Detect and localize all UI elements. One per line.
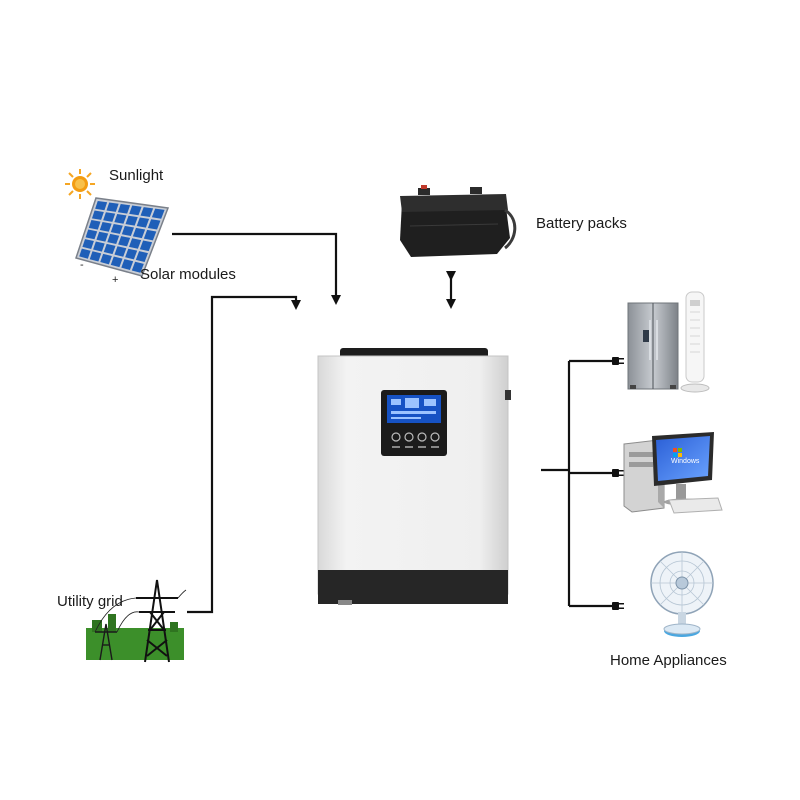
solar-cell <box>132 227 146 239</box>
monitor-brand-text: Windows <box>671 458 700 465</box>
solar-cell <box>79 248 91 259</box>
solar-cell <box>114 213 127 224</box>
solar-cell <box>117 204 131 214</box>
solar-cell <box>96 231 109 242</box>
solar-cell <box>88 220 101 230</box>
solar-cell <box>125 215 138 226</box>
plug-icons <box>612 357 624 610</box>
solar-cell <box>100 253 112 265</box>
solar-cell <box>85 229 98 240</box>
solar-cell <box>135 251 148 262</box>
computer-icon: Windows <box>623 432 723 514</box>
solar-negative-terminal: - <box>80 259 84 271</box>
solar-cell <box>89 251 102 262</box>
solar-cell <box>82 239 94 250</box>
battery-packs-label: Battery packs <box>536 215 627 232</box>
plug-icon <box>612 602 624 610</box>
solar-cell <box>125 248 138 260</box>
solar-cell <box>95 200 108 211</box>
refrigerator-icon <box>627 302 679 390</box>
solar-cell <box>139 240 153 252</box>
solar-cell <box>131 261 144 273</box>
connection-lines <box>172 232 612 614</box>
solar-cell <box>128 238 142 249</box>
solar-cell <box>121 259 134 270</box>
tower-fan-icon <box>680 291 710 393</box>
solar-cell <box>99 221 112 232</box>
inverter-buttons <box>391 432 440 442</box>
plug-icon <box>612 469 624 477</box>
solar-cell <box>114 246 127 257</box>
home-appliances-label: Home Appliances <box>610 652 727 669</box>
inverter-unit <box>317 348 511 605</box>
sunlight-label: Sunlight <box>109 167 164 184</box>
solar-cell <box>136 217 150 228</box>
solar-cell <box>140 207 154 218</box>
solar-modules-label: Solar modules <box>140 266 236 283</box>
solar-cell <box>103 212 116 222</box>
solar-cell <box>93 241 105 252</box>
solar-to-inverter-line <box>172 232 341 305</box>
solar-cell <box>106 202 119 212</box>
solar-cell <box>110 256 123 268</box>
plug-icon <box>612 357 624 365</box>
battery-icon <box>400 185 517 257</box>
solar-cell <box>151 208 165 219</box>
solar-panel-icon <box>75 197 170 277</box>
solar-cell <box>107 233 120 245</box>
solar-cell <box>103 243 116 255</box>
solar-cell <box>143 229 157 241</box>
sun-icon <box>65 169 95 199</box>
solar-cell <box>110 223 123 234</box>
utility-grid-label: Utility grid <box>57 593 123 610</box>
solar-cell <box>91 210 104 220</box>
solar-positive-terminal: + <box>112 274 118 286</box>
grid-to-inverter-line <box>187 295 301 614</box>
solar-cell <box>121 225 134 237</box>
solar-cell <box>129 205 142 216</box>
solar-cell <box>118 236 131 247</box>
desk-fan-icon <box>650 551 714 637</box>
utility-grid-icon <box>86 579 187 663</box>
solar-cell <box>147 219 161 230</box>
